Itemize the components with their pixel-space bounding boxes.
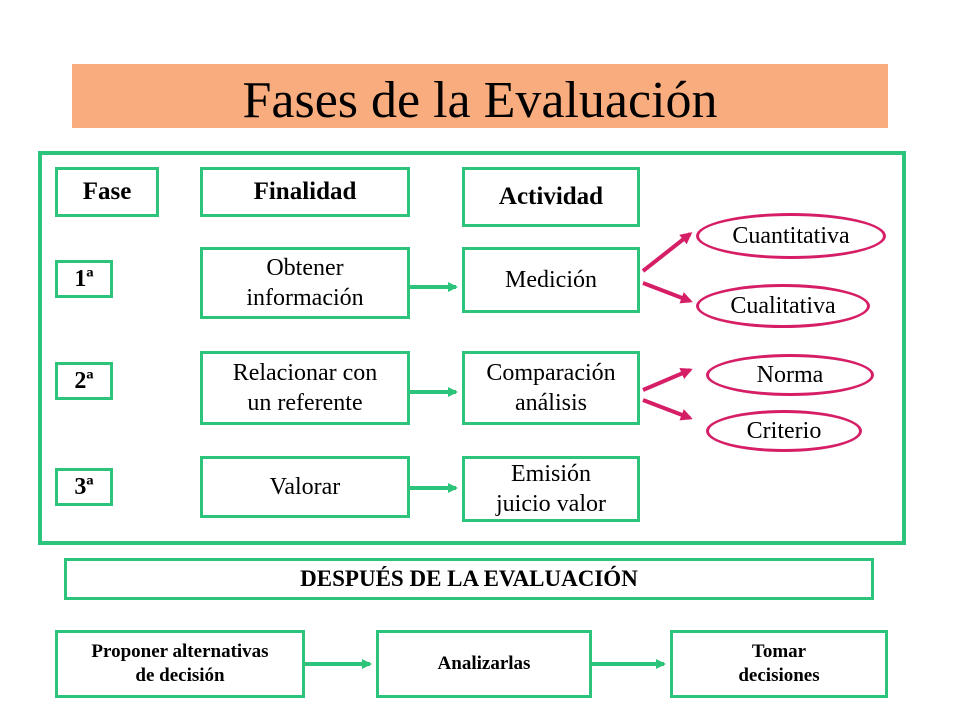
actividad-line: análisis <box>515 390 587 416</box>
outcome-oval-cualitativa: Cualitativa <box>696 284 870 328</box>
phase-number-3: 3ª <box>55 468 113 506</box>
header-fase: Fase <box>55 167 159 217</box>
actividad-line: Comparación <box>486 360 616 386</box>
finalidad-cell-2: Relacionar con un referente <box>200 351 410 425</box>
actividad-cell-3: Emisión juicio valor <box>462 456 640 522</box>
step-analizarlas: Analizarlas <box>376 630 592 698</box>
phase-number-2: 2ª <box>55 362 113 400</box>
finalidad-line: Relacionar con <box>232 360 378 386</box>
step-proponer-alternativas: Proponer alternativas de decisión <box>55 630 305 698</box>
actividad-cell-1: Medición <box>462 247 640 313</box>
outcome-oval-criterio: Criterio <box>706 410 862 452</box>
arrow-comparacion-to-norma <box>642 368 693 392</box>
after-evaluation-banner: DESPUÉS DE LA EVALUACIÓN <box>64 558 874 600</box>
step-line: Proponer alternativas <box>91 641 269 662</box>
phase-number-1: 1ª <box>55 260 113 298</box>
actividad-line: juicio valor <box>496 491 606 517</box>
finalidad-line: información <box>246 285 364 311</box>
phases-frame <box>38 151 906 545</box>
finalidad-line: un referente <box>247 390 363 416</box>
outcome-oval-cuantitativa: Cuantitativa <box>696 213 886 259</box>
arrow-medicion-to-cualitativa <box>642 281 693 304</box>
page-title: Fases de la Evaluación <box>242 72 718 129</box>
header-actividad: Actividad <box>462 167 640 227</box>
title-bar <box>72 64 888 128</box>
step-tomar-decisiones: Tomar decisiones <box>670 630 888 698</box>
header-finalidad: Finalidad <box>200 167 410 217</box>
actividad-line: Medición <box>505 267 597 293</box>
outcome-oval-norma: Norma <box>706 354 874 396</box>
finalidad-cell-1: Obtener información <box>200 247 410 319</box>
actividad-cell-2: Comparación análisis <box>462 351 640 425</box>
arrow-comparacion-to-criterio <box>642 398 693 421</box>
step-line: Tomar <box>751 641 807 662</box>
finalidad-line: Obtener <box>266 255 344 281</box>
step-line: Analizarlas <box>437 653 531 674</box>
finalidad-line: Valorar <box>269 474 341 500</box>
step-line: de decisión <box>135 665 225 686</box>
step-line: decisiones <box>738 665 820 686</box>
arrow-medicion-to-cuantitativa <box>641 232 693 273</box>
actividad-line: Emisión <box>510 461 591 487</box>
finalidad-cell-3: Valorar <box>200 456 410 518</box>
